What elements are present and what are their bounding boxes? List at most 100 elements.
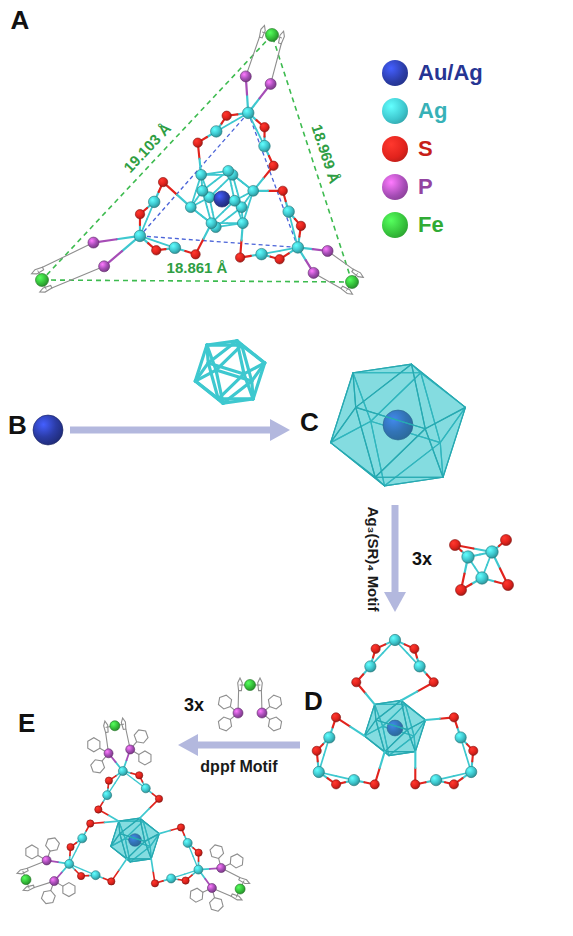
- p-ring-link: [42, 243, 93, 268]
- distance-label: 18.861 Å: [167, 260, 228, 277]
- sulfur-atom: [191, 250, 200, 259]
- legend-text: S: [418, 138, 433, 160]
- silver-atom: [78, 834, 87, 843]
- bond-layer: [455, 540, 508, 590]
- icosahedron-face: [356, 407, 425, 477]
- p-ring-link: [52, 266, 104, 288]
- sulfur-atom: [193, 138, 202, 147]
- legend-text: P: [418, 176, 433, 198]
- sulfur-atom: [177, 824, 184, 831]
- cyclohexyl-ring: [134, 730, 148, 743]
- core-shell: [111, 818, 160, 862]
- dppf-illustration: [218, 678, 281, 731]
- sulfur-atom: [469, 746, 478, 755]
- phosphorus-atom: [265, 78, 276, 89]
- cyclohexyl-ring: [210, 898, 224, 912]
- silver-atom: [141, 784, 150, 793]
- nanocluster: [312, 634, 478, 789]
- legend-swatch: [382, 174, 408, 200]
- cyclohexyl-ring: [41, 891, 55, 904]
- icosahedron-face: [375, 477, 443, 486]
- silver-atom: [313, 766, 324, 777]
- legend-text: Au/Ag: [418, 62, 483, 84]
- silver-atom: [455, 732, 466, 743]
- icosahedron-edge: [208, 363, 218, 399]
- p-ring-link: [246, 37, 260, 76]
- legend-row: Fe: [382, 206, 483, 244]
- multiplier-label: 3x: [184, 696, 204, 716]
- silver-atom: [148, 196, 160, 208]
- silver-atom: [91, 871, 100, 880]
- bond: [350, 727, 364, 736]
- panel-node: D: [300, 612, 478, 812]
- sulfur-atom: [67, 843, 74, 850]
- atom-layer: [312, 634, 478, 789]
- cyclohexyl-ring: [26, 845, 38, 859]
- sulfur-atom: [410, 644, 419, 653]
- distance-line: [42, 280, 352, 282]
- bond: [140, 808, 150, 818]
- legend-swatch: [382, 98, 408, 124]
- sulfur-atom: [503, 580, 514, 591]
- sulfur-atom: [155, 795, 162, 802]
- icosahedron-edge: [208, 363, 244, 374]
- sulfur-atom: [450, 540, 461, 551]
- sulfur-atom: [87, 820, 94, 827]
- silver-atom: [194, 865, 203, 874]
- cyclohexyl-ring: [210, 845, 224, 859]
- edge-label-holder: Ag₃(SR)₄ Motif: [364, 506, 382, 611]
- p-ring-link: [271, 44, 282, 84]
- sulfur-atom: [260, 123, 269, 132]
- edge-label: dppf Motif: [200, 758, 277, 776]
- silver-atom: [256, 248, 268, 260]
- silver-atom: [103, 791, 112, 800]
- panel-letter: D: [304, 688, 323, 714]
- silver-atom: [229, 195, 240, 206]
- label-holder: 18.861 Å: [167, 259, 228, 277]
- panel-letter: B: [8, 412, 27, 438]
- silver-atom: [259, 140, 271, 152]
- bond: [414, 752, 416, 768]
- silver-atom: [197, 185, 208, 196]
- phosphorus-atom: [104, 749, 113, 758]
- core-shell: [364, 700, 425, 755]
- icosahedron-edge: [237, 341, 265, 363]
- sulfur-atom: [331, 713, 340, 722]
- staple-motif-illustration: [450, 535, 514, 596]
- panel-letter: C: [300, 409, 319, 435]
- phosphorus-atom: [126, 745, 135, 754]
- panel-node: E: [8, 700, 178, 928]
- bond: [105, 821, 119, 822]
- bond: [119, 859, 127, 870]
- cyclohexyl-ring: [268, 717, 281, 731]
- icosahedron-edge: [207, 345, 208, 363]
- silver-atom: [206, 218, 217, 229]
- silver-atom: [365, 661, 376, 672]
- silver-atom: [389, 634, 400, 645]
- label-holder: 3x: [184, 696, 204, 716]
- sulfur-atom: [371, 644, 380, 653]
- bond-layer: [32, 25, 364, 294]
- silver-atom: [348, 775, 359, 786]
- distance-line: [272, 35, 352, 282]
- cyclohexyl-ring: [91, 760, 105, 773]
- panel-letter: E: [18, 710, 35, 736]
- iron-atom: [235, 884, 245, 894]
- sulfur-atom: [108, 878, 115, 885]
- sulfur-atom: [370, 780, 379, 789]
- phosphorus-atom: [257, 708, 267, 718]
- label-holder: 3x: [412, 550, 432, 570]
- distance-label: 18.969 Å: [308, 123, 343, 186]
- legend-swatch: [382, 136, 408, 162]
- bond: [401, 691, 417, 700]
- silver-atom: [134, 230, 146, 242]
- icosahedron-edge: [195, 363, 208, 381]
- silver-atom: [237, 218, 248, 229]
- cyclohexyl-ring: [139, 751, 151, 765]
- core-atom: [33, 415, 63, 445]
- sulfur-atom: [411, 780, 420, 789]
- bond: [109, 815, 119, 821]
- silver-atom: [169, 242, 181, 254]
- silver-atom: [430, 775, 441, 786]
